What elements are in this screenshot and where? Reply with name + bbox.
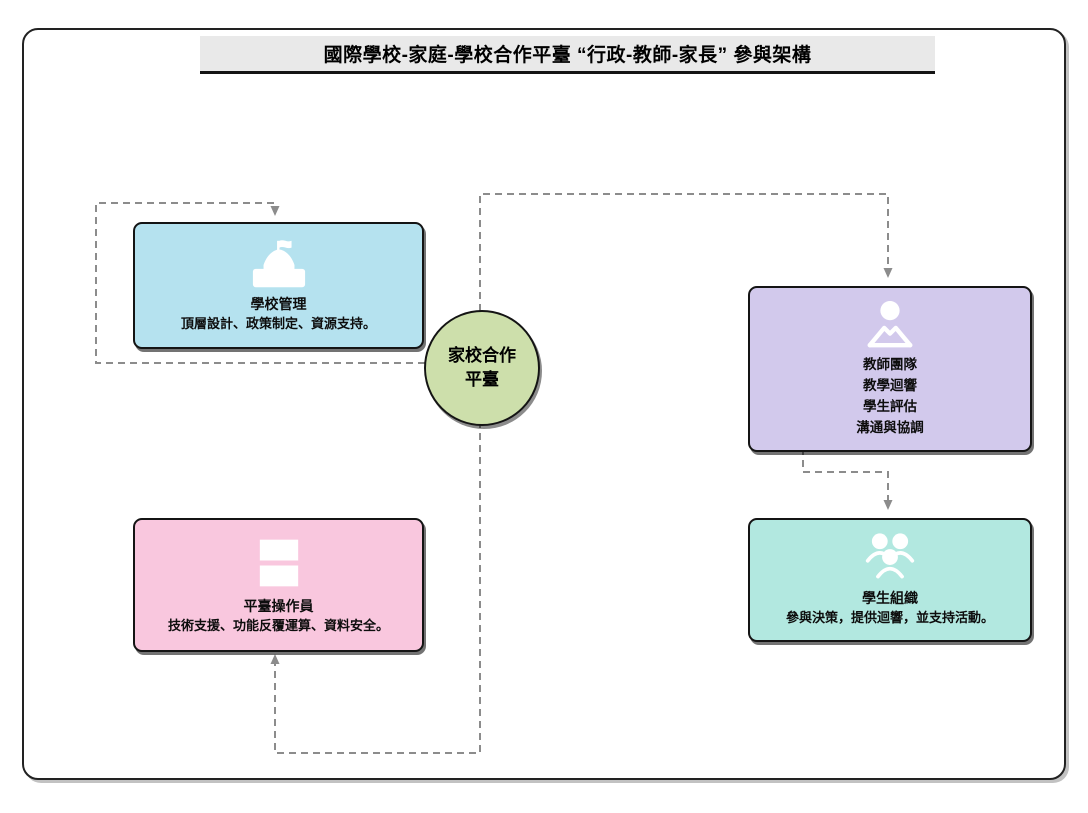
hub-label-line2: 平臺 — [465, 370, 499, 389]
school-flag-icon — [250, 238, 308, 290]
node-title: 學生組織 — [862, 590, 918, 606]
hub-platform-circle: 家校合作 平臺 — [424, 310, 540, 426]
diagram-title: 國際學校-家庭-學校合作平臺 “行政-教師-家長” 參與架構 — [323, 45, 812, 66]
hub-label-line1: 家校合作 — [448, 346, 516, 365]
people-group-icon — [860, 532, 920, 584]
node-school-management: 學校管理 頂層設計、政策制定、資源支持。 — [133, 222, 424, 349]
node-line: 溝通與協調 — [856, 420, 924, 435]
diagram-title-bar: 國際學校-家庭-學校合作平臺 “行政-教師-家長” 參與架構 — [200, 36, 935, 74]
node-title: 平臺操作員 — [243, 598, 314, 614]
node-description: 頂層設計、政策制定、資源支持。 — [180, 315, 376, 331]
node-title: 學校管理 — [250, 295, 307, 312]
node-line: 學生評估 — [863, 399, 917, 414]
person-icon — [861, 300, 919, 350]
equals-icon — [254, 534, 304, 592]
node-description: 技術支援、功能反覆運算、資料安全。 — [167, 618, 389, 633]
node-platform-operator: 平臺操作員 技術支援、功能反覆運算、資料安全。 — [133, 518, 424, 652]
node-teacher-team: 教師團隊 教學迴響 學生評估 溝通與協調 — [748, 286, 1032, 452]
node-title: 教師團隊 — [863, 357, 917, 372]
node-student-organization: 學生組織 參與決策，提供迴響，並支持活動。 — [748, 518, 1032, 642]
node-line: 教學迴響 — [863, 378, 917, 393]
node-description: 參與決策，提供迴響，並支持活動。 — [785, 610, 994, 625]
